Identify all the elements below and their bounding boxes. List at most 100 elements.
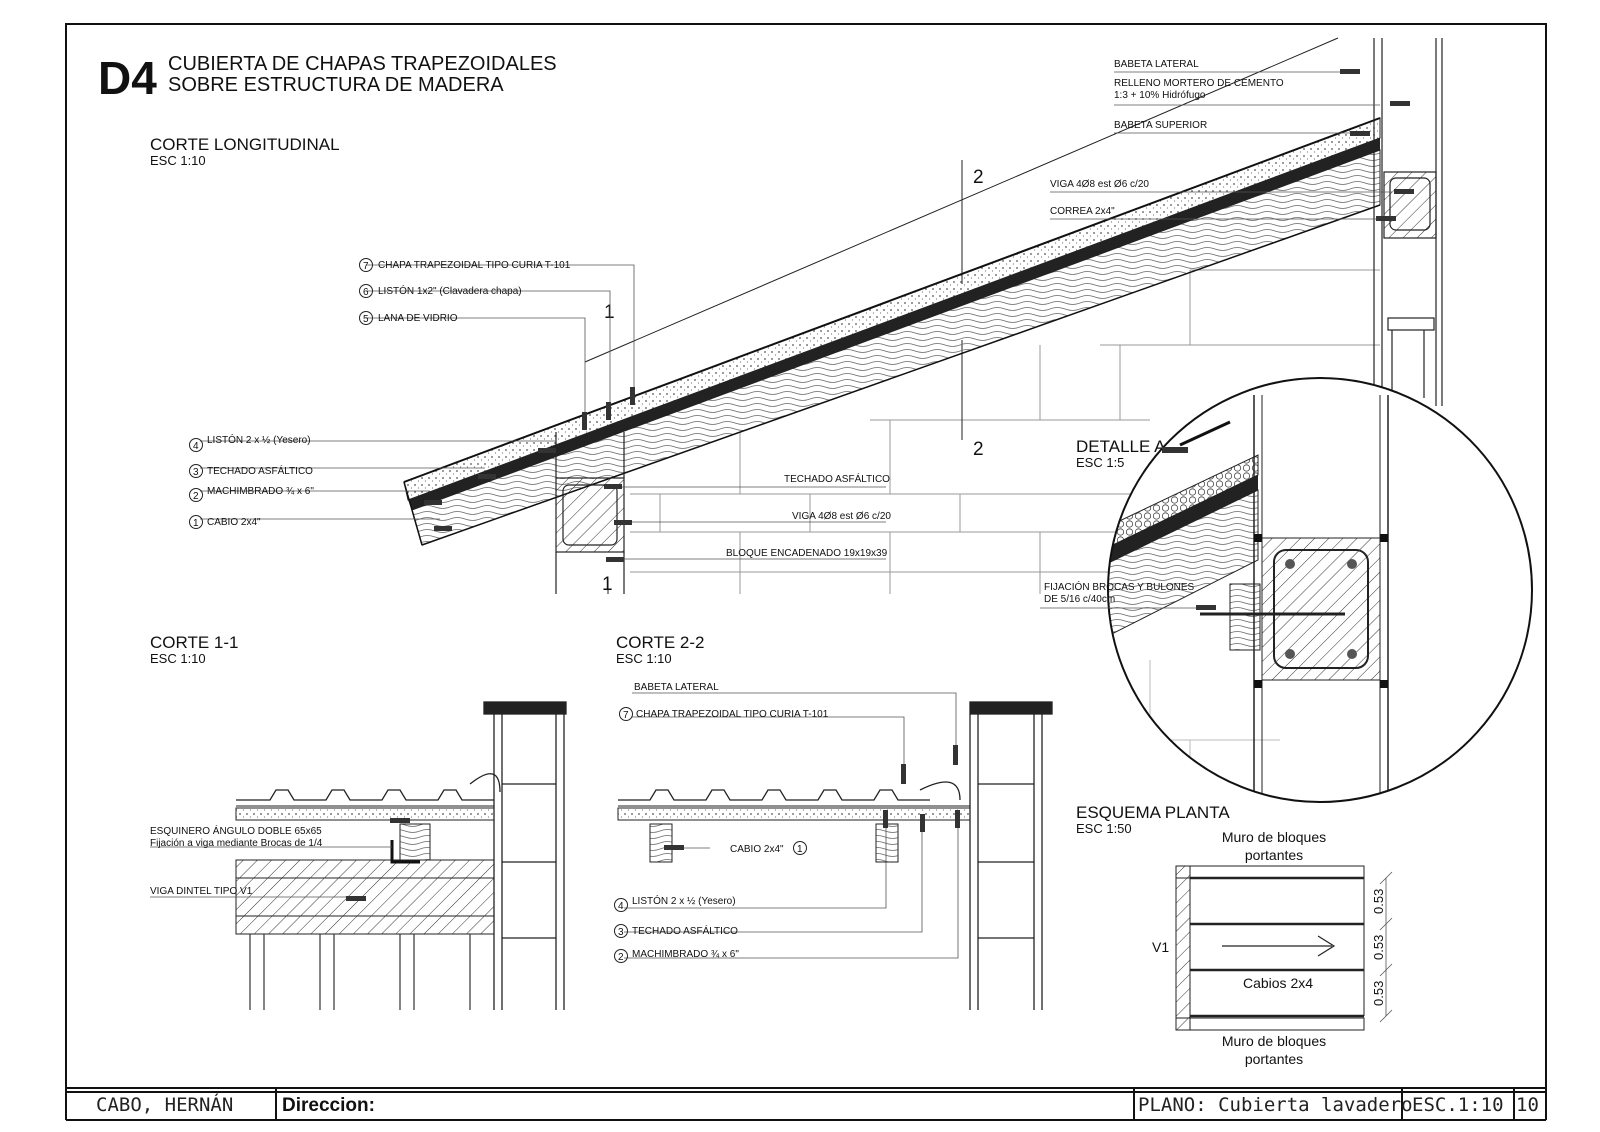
cut-mark-2-bottom: 2 — [973, 439, 984, 460]
label-babeta-superior: BABETA SUPERIOR — [1114, 120, 1207, 131]
svg-text:5: 5 — [363, 314, 369, 325]
corte-2-2-title: CORTE 2-2 — [616, 633, 705, 652]
esquema-planta: ESQUEMA PLANTA ESC 1:50 Muro de bloques … — [1076, 803, 1393, 1067]
label-machimbrado: 2 MACHIMBRADO ¾ x 6" — [189, 486, 314, 502]
corte-2-2-label-liston: 4 LISTÓN 2 x ½ (Yesero) — [614, 894, 736, 912]
title-block-sheet-number: 10 — [1516, 1094, 1539, 1116]
corte-1-1-scale: ESC 1:10 — [150, 651, 206, 666]
svg-text:CABIO 2x4": CABIO 2x4" — [730, 844, 784, 855]
corte-2-2-label-babeta: BABETA LATERAL — [634, 682, 719, 693]
corte-longitudinal: CORTE LONGITUDINAL ESC 1:10 — [150, 37, 1443, 595]
corte-1-1-label-viga: VIGA DINTEL TIPO V1 — [150, 886, 253, 897]
planta-dim-3: 0.53 — [1371, 981, 1386, 1006]
planta-top-label-2: portantes — [1245, 847, 1303, 863]
svg-text:6: 6 — [363, 287, 369, 298]
label-babeta-lateral: BABETA LATERAL — [1114, 59, 1199, 70]
label-relleno-mortero: RELLENO MORTERO DE CEMENTO — [1114, 78, 1284, 89]
corte-2-2: CORTE 2-2 ESC 1:10 — [614, 633, 1053, 1010]
label-lana-vidrio: 5 LANA DE VIDRIO — [359, 311, 458, 325]
svg-text:2: 2 — [193, 491, 199, 502]
corte-longitudinal-scale: ESC 1:10 — [150, 153, 206, 168]
svg-text:CHAPA TRAPEZOIDAL TIPO CURIA T: CHAPA TRAPEZOIDAL TIPO CURIA T-101 — [378, 260, 571, 271]
corte-2-2-label-cabio: CABIO 2x4" 1 — [730, 841, 807, 855]
label-mid-bloque: BLOQUE ENCADENADO 19x19x39 — [726, 548, 888, 559]
planta-bottom-label-2: portantes — [1245, 1051, 1303, 1067]
svg-text:2: 2 — [618, 952, 624, 963]
label-mid-techado: TECHADO ASFÁLTICO — [784, 472, 890, 485]
detalle-a: DETALLE A ESC 1:5 FIJACIÓN BROCAS Y BULO… — [1040, 377, 1533, 803]
title-block-plan: PLANO: Cubierta lavadero — [1138, 1094, 1413, 1116]
label-cabio: 1 CABIO 2x4" — [189, 515, 261, 529]
esquema-planta-title: ESQUEMA PLANTA — [1076, 803, 1230, 822]
svg-text:CHAPA TRAPEZOIDAL TIPO CURIA T: CHAPA TRAPEZOIDAL TIPO CURIA T-101 — [636, 709, 829, 720]
title-block-address: Direccion: — [282, 1095, 375, 1116]
label-chapa: 7 CHAPA TRAPEZOIDAL TIPO CURIA T-101 — [359, 258, 571, 272]
label-viga-right: VIGA 4Ø8 est Ø6 c/20 — [1050, 179, 1149, 190]
corte-2-2-label-techado: 3 TECHADO ASFÁLTICO — [614, 924, 738, 938]
svg-text:7: 7 — [363, 261, 369, 272]
planta-dim-1: 0.53 — [1371, 889, 1386, 914]
planta-center-label: Cabios 2x4 — [1243, 975, 1313, 991]
label-liston-yesero: 4 LISTÓN 2 x ½ (Yesero) — [189, 433, 311, 452]
detalle-a-label-1: FIJACIÓN BROCAS Y BULONES — [1044, 580, 1195, 593]
svg-text:MACHIMBRADO ¾ x 6": MACHIMBRADO ¾ x 6" — [632, 949, 739, 960]
svg-text:LISTÓN 2 x ½ (Yesero): LISTÓN 2 x ½ (Yesero) — [207, 433, 311, 446]
detalle-a-title: DETALLE A — [1076, 437, 1166, 456]
detalle-a-label-2: DE 5/16 c/40cm — [1044, 594, 1115, 605]
left-beam — [555, 432, 625, 594]
drawing-title-line2: SOBRE ESTRUCTURA DE MADERA — [168, 74, 504, 96]
cut-mark-2-top: 2 — [973, 167, 984, 188]
corte-1-1-label-esquinero: ESQUINERO ÁNGULO DOBLE 65x65 — [150, 824, 322, 837]
sheet-border — [65, 23, 1547, 1093]
label-liston-clavadera: 6 LISTÓN 1x2" (Clavadera chapa) — [359, 284, 522, 298]
title-block-author: CABO, HERNÁN — [96, 1093, 233, 1116]
cut-mark-1-top: 1 — [604, 302, 615, 323]
title-block-scale: ESC.1:10 — [1412, 1094, 1504, 1116]
label-techado: 3 TECHADO ASFÁLTICO — [189, 464, 313, 478]
corte-1-1: CORTE 1-1 ESC 1:10 — [150, 633, 567, 1010]
planta-beam-label: V1 — [1152, 939, 1169, 955]
header: D4 CUBIERTA DE CHAPAS TRAPEZOIDALES SOBR… — [98, 52, 557, 104]
svg-text:4: 4 — [193, 441, 199, 452]
leaders-right — [1050, 71, 1392, 220]
roof-slope — [403, 117, 1381, 546]
drawing-title-line1: CUBIERTA DE CHAPAS TRAPEZOIDALES — [168, 53, 557, 75]
corte-longitudinal-title: CORTE LONGITUDINAL — [150, 135, 340, 154]
corte-2-2-label-chapa: 7 CHAPA TRAPEZOIDAL TIPO CURIA T-101 — [619, 707, 829, 721]
svg-text:3: 3 — [618, 927, 624, 938]
leader-ticks-right — [1340, 69, 1414, 221]
corte-2-2-label-machimbrado: 2 MACHIMBRADO ¾ x 6" — [614, 949, 739, 963]
right-wall — [1373, 38, 1443, 406]
svg-text:7: 7 — [623, 710, 629, 721]
detail-circle — [1107, 377, 1533, 803]
planta-bottom-label-1: Muro de bloques — [1222, 1033, 1326, 1049]
label-hidrofugo: 1:3 + 10% Hidrófugo — [1114, 90, 1206, 101]
esquema-planta-scale: ESC 1:50 — [1076, 821, 1132, 836]
detalle-a-scale: ESC 1:5 — [1076, 455, 1124, 470]
svg-text:LISTÓN 2 x ½ (Yesero): LISTÓN 2 x ½ (Yesero) — [632, 894, 736, 907]
planta-dim-2: 0.53 — [1371, 935, 1386, 960]
planta-top-label-1: Muro de bloques — [1222, 829, 1326, 845]
label-mid-viga: VIGA 4Ø8 est Ø6 c/20 — [792, 511, 891, 522]
svg-text:TECHADO ASFÁLTICO: TECHADO ASFÁLTICO — [632, 924, 738, 937]
svg-text:1: 1 — [193, 518, 199, 529]
svg-text:1: 1 — [797, 844, 803, 855]
cut-lines — [584, 37, 1339, 594]
block-wall — [630, 269, 1380, 594]
svg-text:TECHADO ASFÁLTICO: TECHADO ASFÁLTICO — [207, 464, 313, 477]
drawing-code: D4 — [98, 52, 157, 104]
svg-text:LANA DE VIDRIO: LANA DE VIDRIO — [378, 313, 458, 324]
corte-2-2-scale: ESC 1:10 — [616, 651, 672, 666]
title-block: CABO, HERNÁN Direccion: PLANO: Cubierta … — [65, 1087, 1547, 1121]
label-correa: CORREA 2x4" — [1050, 206, 1115, 217]
svg-text:MACHIMBRADO ¾ x 6": MACHIMBRADO ¾ x 6" — [207, 486, 314, 497]
svg-text:4: 4 — [618, 901, 624, 912]
svg-text:CABIO 2x4": CABIO 2x4" — [207, 517, 261, 528]
leaders-left — [200, 264, 886, 560]
svg-text:3: 3 — [193, 467, 199, 478]
corte-1-1-label-fijacion: Fijación a viga mediante Brocas de 1/4 — [150, 838, 323, 849]
cut-mark-1-bottom: 1 — [602, 574, 613, 595]
leader-ticks — [424, 387, 635, 562]
svg-text:LISTÓN 1x2" (Clavadera chapa): LISTÓN 1x2" (Clavadera chapa) — [378, 284, 522, 297]
